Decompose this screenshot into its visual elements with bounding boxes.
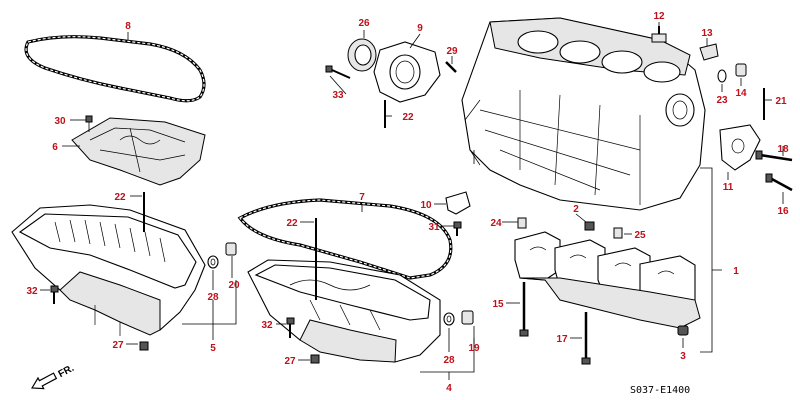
- gasket-part-7: [237, 198, 453, 280]
- callout-33: 33: [332, 90, 344, 101]
- bolt-part-15: [519, 282, 529, 337]
- callout-6: 6: [52, 142, 58, 153]
- callout-numbers: 8 30 6 22 32 27 28 20 5 26 9 29 33 22 7 …: [26, 11, 789, 394]
- bracket-part-10: [445, 191, 471, 215]
- nut-part-2: [584, 221, 595, 231]
- plug-part-19: [461, 310, 474, 325]
- bolt-part-32-mid: [286, 317, 295, 338]
- bolt-part-31: [453, 221, 462, 236]
- callout-12: 12: [653, 11, 665, 22]
- callout-29: 29: [446, 46, 458, 57]
- bolt-part-30: [85, 115, 93, 132]
- baffle-plate-part-6: [71, 117, 206, 186]
- callout-8: 8: [125, 21, 131, 32]
- callout-23: 23: [716, 95, 728, 106]
- callout-13: 13: [701, 28, 713, 39]
- callout-22-mid: 22: [286, 218, 298, 229]
- bolt-part-16: [765, 173, 793, 192]
- oil-pan-mid-part-4: [247, 259, 441, 363]
- callout-26: 26: [358, 18, 370, 29]
- callout-7: 7: [359, 192, 365, 203]
- direction-label: FR.: [57, 363, 77, 380]
- callout-10: 10: [420, 200, 432, 211]
- callout-17: 17: [556, 334, 568, 345]
- plug-part-14: [735, 63, 747, 77]
- bearing-caps: [514, 231, 701, 329]
- washer-part-28-mid: [443, 312, 455, 326]
- oil-pan-left-part-5: [11, 204, 206, 336]
- callout-20: 20: [228, 280, 240, 291]
- oil-seal-part-26: [347, 38, 377, 72]
- callout-3: 3: [680, 351, 686, 362]
- dowel-part-25: [613, 227, 623, 239]
- sensor-part-13: [699, 43, 719, 61]
- bolt-part-32-left: [50, 285, 59, 304]
- front-direction-arrow: FR.: [30, 363, 77, 390]
- bolt-part-33: [325, 65, 351, 79]
- callout-4: 4: [446, 383, 452, 394]
- bracket-part-11: [719, 124, 761, 171]
- callout-27-mid: 27: [284, 356, 296, 367]
- dowel-part-29: [445, 61, 457, 73]
- callout-31: 31: [428, 222, 440, 233]
- bolt-part-18: [755, 150, 793, 162]
- callout-1: 1: [733, 266, 739, 277]
- callout-19: 19: [468, 343, 480, 354]
- seal-case-part-9: [373, 41, 441, 103]
- bolt-part-17: [581, 312, 591, 365]
- callout-21: 21: [775, 96, 787, 107]
- callout-28-mid: 28: [443, 355, 455, 366]
- callout-15: 15: [492, 299, 504, 310]
- callout-28-left: 28: [207, 292, 219, 303]
- callout-22-upper: 22: [402, 112, 414, 123]
- callout-2: 2: [573, 204, 579, 215]
- callout-32-left: 32: [26, 286, 38, 297]
- callout-14: 14: [735, 88, 747, 99]
- callout-16: 16: [777, 206, 789, 217]
- callout-18: 18: [777, 144, 789, 155]
- callout-22-left: 22: [114, 192, 126, 203]
- plug-part-3: [677, 325, 689, 336]
- callout-30: 30: [54, 116, 66, 127]
- drain-bolt-part-27-mid: [310, 354, 320, 364]
- callout-24: 24: [490, 218, 502, 229]
- callout-25: 25: [634, 230, 646, 241]
- gasket-part-8: [24, 35, 206, 103]
- plug-part-20: [225, 242, 237, 256]
- cylinder-block-part-1: [461, 17, 706, 211]
- callout-11: 11: [723, 182, 734, 193]
- washer-part-23: [717, 69, 727, 83]
- diagram-code: S037-E1400: [630, 385, 690, 396]
- drain-bolt-part-27-left: [139, 341, 149, 351]
- callout-9: 9: [417, 23, 423, 34]
- callout-5: 5: [210, 343, 216, 354]
- callout-32-mid: 32: [261, 320, 273, 331]
- sensor-part-12: [651, 26, 667, 43]
- callout-27-left: 27: [112, 340, 124, 351]
- dowel-part-24: [517, 217, 527, 229]
- washer-part-28-left: [207, 255, 219, 269]
- leader-lines: [40, 22, 784, 380]
